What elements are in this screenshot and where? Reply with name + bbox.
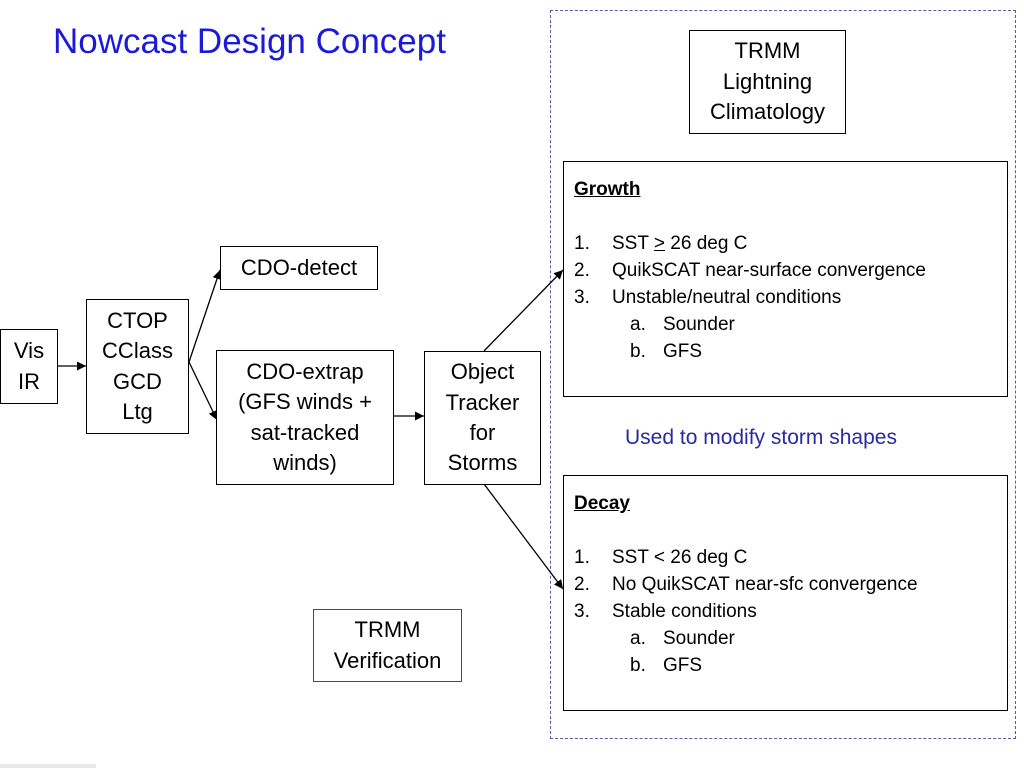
dashed-group-region [550, 10, 1016, 739]
shape-modify-note: Used to modify storm shapes [625, 426, 897, 449]
list-item: 1.SST > 26 deg C [574, 233, 748, 254]
vis-ir-label: Vis IR [13, 338, 45, 394]
arrow-ctop-to-cdo-extrap [188, 361, 218, 421]
growth-heading: Growth [574, 179, 641, 200]
bottom-edge-mark [0, 764, 96, 768]
object-tracker-label: Object Tracker for Storms [445, 359, 520, 476]
cdo-extrap-box: CDO-extrap (GFS winds + sat-tracked wind… [216, 350, 394, 485]
cdo-extrap-label: CDO-extrap (GFS winds + sat-tracked wind… [238, 358, 372, 475]
sub-list-item: b.GFS [630, 655, 703, 676]
cdo-detect-box: CDO-detect [220, 246, 378, 290]
trmm-verification-box: TRMM Verification [313, 609, 462, 682]
ctop-box: CTOP CClass GCD Ltg [86, 299, 189, 434]
ctop-label: CTOP CClass GCD Ltg [102, 307, 173, 424]
list-item: 3.Stable conditions [574, 601, 757, 622]
trmm-lightning-label: TRMM Lightning Climatology [710, 38, 825, 125]
decay-heading: Decay [574, 493, 630, 514]
sub-list-item: a.Sounder [630, 628, 735, 649]
trmm-verification-label: TRMM Verification [333, 617, 442, 673]
list-item: 1.SST < 26 deg C [574, 547, 748, 568]
arrow-tracker-to-decay [483, 483, 564, 590]
trmm-lightning-box: TRMM Lightning Climatology [689, 30, 846, 134]
object-tracker-box: Object Tracker for Storms [424, 351, 541, 485]
growth-box: Growth 1.SST > 26 deg C 2.QuikSCAT near-… [563, 161, 1008, 397]
arrow-ctop-to-cdo-detect [188, 269, 222, 363]
list-item: 3.Unstable/neutral conditions [574, 287, 842, 308]
list-item: 2.No QuikSCAT near-sfc convergence [574, 574, 918, 595]
decay-box: Decay 1.SST < 26 deg C 2.No QuikSCAT nea… [563, 475, 1008, 711]
arrow-tracker-to-growth [483, 269, 564, 352]
cdo-detect-label: CDO-detect [240, 254, 358, 280]
sub-list-item: b.GFS [630, 341, 703, 362]
sub-list-item: a.Sounder [630, 314, 735, 335]
vis-ir-box: Vis IR [0, 329, 58, 404]
page-title: Nowcast Design Concept [53, 22, 446, 61]
list-item: 2.QuikSCAT near-surface convergence [574, 260, 927, 281]
